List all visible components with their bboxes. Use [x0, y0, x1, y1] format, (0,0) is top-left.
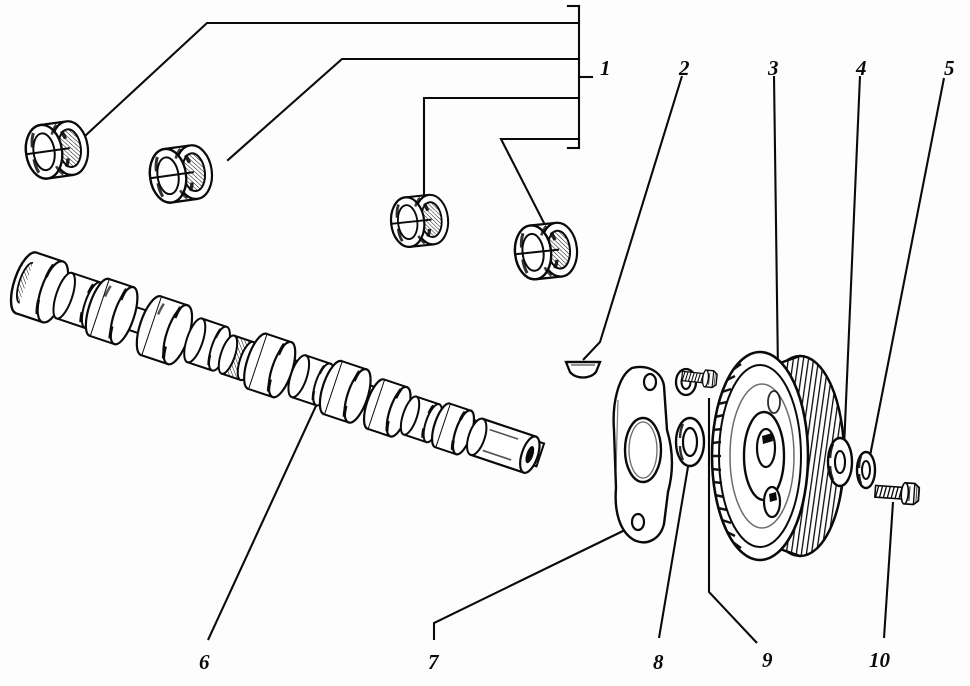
thrust-plate: [612, 365, 674, 544]
callout-label-3: 3: [768, 56, 779, 80]
callout-label-6: 6: [199, 650, 210, 674]
callout-label-1: 1: [600, 56, 611, 80]
callout-7-leader: [432, 529, 626, 640]
callout-8-leader: [657, 454, 692, 639]
bearing-bushing-1: [20, 117, 94, 183]
callout-label-2: 2: [679, 56, 690, 80]
callout-10-leader: [882, 501, 895, 639]
spacer-ring: [674, 416, 706, 468]
callout-label-8: 8: [653, 650, 664, 674]
callout-3-leader: [772, 75, 780, 373]
callout-label-10: 10: [869, 648, 890, 672]
callout-6-leader: [207, 368, 334, 641]
callout-9-leader: [707, 398, 758, 644]
bearing-bushing-2: [144, 141, 218, 207]
camshaft: [9, 251, 546, 475]
woodruff-key: [564, 360, 602, 379]
lock-washer: [855, 450, 877, 490]
bearing-bushing-3: [387, 191, 453, 251]
flat-washer: [826, 436, 854, 488]
callout-label-4: 4: [856, 56, 867, 80]
callout-label-9: 9: [762, 648, 773, 672]
callout-4-leader: [842, 75, 862, 449]
callout-label-5: 5: [944, 56, 955, 80]
callout-1-leaders: [84, 4, 594, 227]
callout-5-leader: [867, 77, 946, 462]
bearing-bushing-4: [510, 219, 582, 283]
callout-2-leader: [582, 75, 684, 361]
callout-label-7: 7: [428, 650, 439, 674]
timing-gear: [710, 350, 846, 562]
